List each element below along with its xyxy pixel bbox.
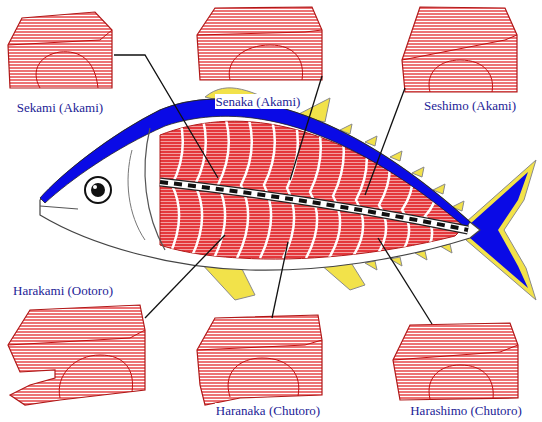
cut-label: Haranaka (Chutoro): [215, 403, 321, 418]
back-band: [40, 99, 470, 228]
cut-label: Seshimo (Akami): [423, 98, 517, 113]
eye-highlight: [93, 185, 97, 189]
senaka-block: [197, 7, 322, 80]
block-grain: [8, 30, 518, 399]
finlet: [390, 257, 402, 266]
leader-line: [290, 76, 322, 180]
haranaka-block: [197, 315, 322, 405]
cut-blocks: [8, 7, 518, 405]
block-edge: [8, 330, 145, 398]
cut-label: Harashimo (Chutoro): [409, 403, 523, 418]
fish-body: [40, 99, 480, 270]
leader-lines: [114, 55, 432, 324]
block-edge: [402, 35, 517, 92]
gill-line: [128, 150, 145, 240]
leader-line: [378, 238, 432, 324]
gill-line: [145, 128, 165, 250]
block-edge: [8, 30, 112, 88]
leader-line: [145, 235, 225, 318]
leader-line: [272, 242, 288, 318]
pupil: [91, 183, 105, 197]
backbone: [160, 182, 468, 230]
sekami-block: [8, 12, 112, 88]
cut-label: Sekami (Akami): [16, 100, 104, 115]
block-edge: [197, 30, 322, 80]
leader-line: [114, 55, 218, 178]
backbone: [160, 182, 468, 230]
finlet: [390, 151, 402, 161]
block-edge: [393, 345, 518, 399]
seshimo-block: [402, 7, 517, 92]
leader-line: [365, 88, 405, 195]
mouth-line: [40, 206, 78, 209]
harakami-block: [8, 305, 145, 405]
cut-label: Senaka (Akami): [215, 94, 302, 109]
block-edge: [197, 340, 322, 397]
eye: [85, 177, 111, 203]
backbone: [160, 182, 468, 230]
harashimo-block: [393, 323, 518, 400]
cut-label: Harakami (Ootoro): [12, 283, 114, 298]
